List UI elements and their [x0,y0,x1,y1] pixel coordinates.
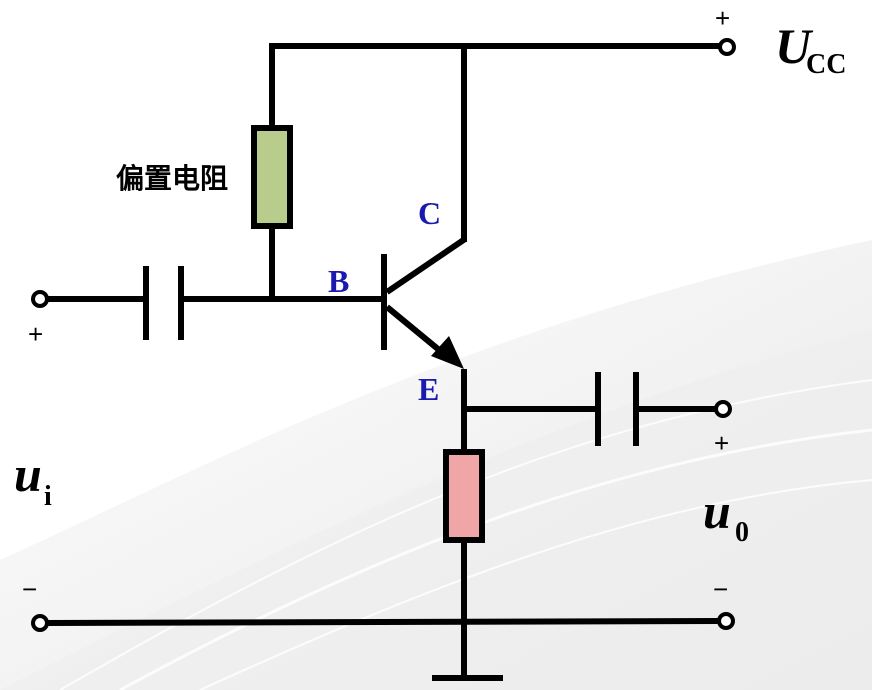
input-plus-sign: + [28,319,43,349]
emitter-label: E [418,371,439,407]
input-minus-sign: − [22,574,37,604]
emitter-lead [385,304,446,357]
output-plus-sign: + [714,428,729,458]
base-label: B [328,263,349,299]
vcc-subscript: CC [806,49,846,80]
vcc-label: U [775,18,814,74]
output-voltage-label: u [703,483,731,539]
bias-resistor [251,125,293,229]
input-minus-terminal[interactable] [31,614,49,632]
input-plus-terminal[interactable] [31,290,49,308]
output-minus-sign: − [713,574,728,604]
input-voltage-label: u [14,446,42,502]
ground-wire [46,618,720,626]
bias-resistor-label: 偏置电阻 [116,162,228,195]
input-voltage-subscript: i [44,481,52,512]
output-minus-terminal[interactable] [717,612,735,630]
vcc-plus-sign: + [715,3,730,33]
output-plus-terminal[interactable] [714,400,732,418]
collector-label: C [418,195,441,231]
emitter-resistor [443,449,485,543]
vcc-terminal[interactable] [718,38,736,56]
output-voltage-subscript: 0 [735,517,749,548]
emitter-arrow-icon [431,336,464,369]
collector-lead [385,236,467,295]
